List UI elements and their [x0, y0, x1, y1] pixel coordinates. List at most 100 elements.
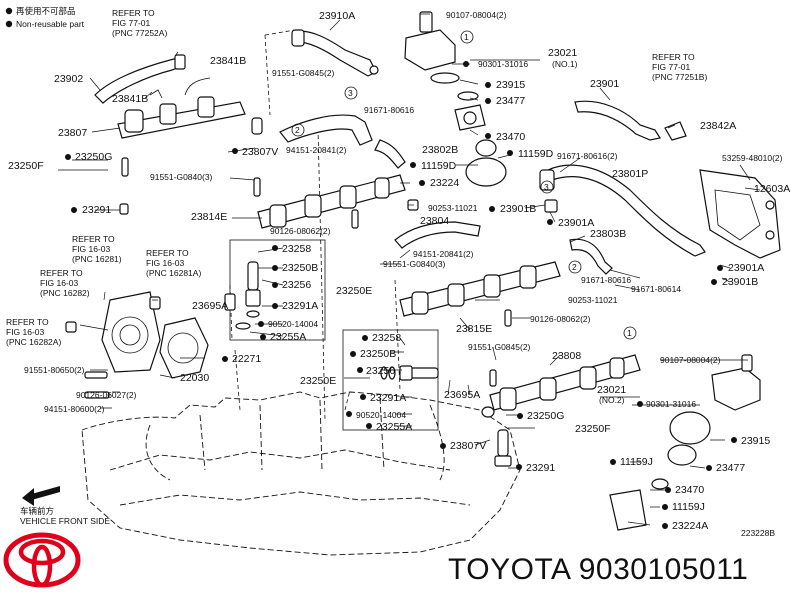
label-90301-31016-b: 90301-31016 — [646, 399, 696, 409]
gasket-22271 — [159, 317, 209, 379]
brand-part-number: TOYOTA 9030105011 — [448, 553, 749, 586]
label-90126-08062-b: 90126-08062(2) — [530, 314, 591, 324]
svg-text:FIG 16-03: FIG 16-03 — [40, 278, 79, 288]
fuel-line-23802b — [279, 114, 406, 169]
fuel-line-23801p — [539, 164, 706, 257]
label-23255a-a: 23255A — [270, 331, 306, 343]
front-note-en: VEHICLE FRONT SIDE — [20, 516, 110, 526]
label-23901a-b: 23901A — [728, 262, 764, 274]
engine-block-outline — [81, 29, 521, 556]
svg-text:(PNC 16282): (PNC 16282) — [40, 288, 90, 298]
label-23802b: 23802B — [422, 144, 458, 156]
delivery-pipe-23814e — [257, 174, 406, 229]
label-23804: 23804 — [420, 215, 449, 227]
label-23470-b: 23470 — [675, 484, 704, 496]
hp-fuel-pump-no1 — [404, 11, 507, 187]
label-91671-80616-c: 91671-80616 — [581, 275, 631, 285]
label-23250b-b: 23250B — [360, 348, 396, 360]
label-23291-b: 23291 — [526, 462, 555, 474]
svg-text:FIG 77-01: FIG 77-01 — [652, 62, 691, 72]
label-90520-14004-b: 90520-14004 — [356, 410, 406, 420]
label-23841b-b: 23841B — [112, 93, 148, 105]
label-91551-g0840-a: 91551-G0840(3) — [150, 172, 213, 182]
label-23477-a: 23477 — [496, 95, 525, 107]
label-23902: 23902 — [54, 73, 83, 85]
svg-text:REFER TO: REFER TO — [652, 52, 695, 62]
label-90107-08004: 90107-08004(2) — [446, 10, 507, 20]
injector-lower-right — [481, 406, 512, 467]
label-23915-b: 23915 — [741, 435, 770, 447]
label-91551-g0845-a: 91551-G0845(2) — [272, 68, 335, 78]
label-no2: (NO.2) — [599, 395, 625, 405]
legend-item-cn: 再使用不可部品 — [16, 6, 76, 16]
label-23814e: 23814E — [191, 211, 227, 223]
label-23256-b: 23256 — [366, 365, 395, 377]
label-90520-14004-a: 90520-14004 — [268, 319, 318, 329]
reusable-dot-icon — [5, 7, 13, 15]
label-23808: 23808 — [552, 350, 581, 362]
label-11159j-a: 11159J — [620, 456, 653, 468]
toyota-logo — [3, 532, 81, 588]
label-23842a: 23842A — [700, 120, 736, 132]
svg-text:REFER TO: REFER TO — [146, 248, 189, 258]
label-90301-31016-a: 90301-31016 — [478, 59, 528, 69]
delivery-pipe-23808 — [489, 354, 641, 411]
callout-3-left: 3 — [348, 88, 353, 98]
label-23807: 23807 — [58, 127, 87, 139]
delivery-pipe-23815e — [399, 261, 561, 327]
label-23250e-a: 23250E — [336, 285, 372, 297]
front-arrow-icon — [28, 486, 60, 501]
svg-text:(PNC 16281): (PNC 16281) — [72, 254, 122, 264]
svg-text:REFER TO: REFER TO — [72, 234, 115, 244]
part-labels: 23910A 90107-08004(2) 23021 90301-31016 … — [8, 10, 790, 532]
label-11159d-b: 11159D — [518, 148, 554, 160]
svg-text:REFER TO: REFER TO — [6, 317, 49, 327]
label-23915-a: 23915 — [496, 79, 525, 91]
label-23021-b: 23021 — [597, 384, 626, 396]
label-23695a-b: 23695A — [444, 389, 480, 401]
label-91551-g0840-b: 91551-G0840(3) — [383, 259, 446, 269]
leader-lines — [58, 13, 761, 526]
label-90126-06027: 90126-06027(2) — [76, 390, 137, 400]
small-fasteners — [84, 157, 261, 399]
callouts: 1 2 3 1 2 3 — [291, 30, 637, 340]
label-94151-20841-a: 94151-20841(2) — [286, 145, 347, 155]
label-90253-11021-b: 90253-11021 — [568, 295, 618, 305]
label-11159d-a: 11159D — [421, 160, 457, 172]
vehicle-front-arrow: 车辆前方 VEHICLE FRONT SIDE — [20, 486, 110, 526]
label-23801p: 23801P — [612, 168, 648, 180]
fuel-line-23804 — [394, 199, 481, 249]
label-91551-g0845-b: 91551-G0845(2) — [468, 342, 531, 352]
svg-text:FIG 16-03: FIG 16-03 — [72, 244, 111, 254]
label-23470-a: 23470 — [496, 131, 525, 143]
label-91671-80614: 91671-80614 — [631, 284, 681, 294]
non-reusable-dot-icon — [5, 20, 13, 28]
svg-text:FIG 77-01: FIG 77-01 — [112, 18, 151, 28]
svg-text:(PNC 16282A): (PNC 16282A) — [6, 337, 61, 347]
svg-text:(PNC 77251B): (PNC 77251B) — [652, 72, 707, 82]
injector-kit-box-lower — [342, 329, 439, 431]
legend: 再使用不可部品 Non-reusable part — [5, 6, 85, 29]
label-23250f-a: 23250F — [8, 160, 44, 172]
fuel-tube-23902 — [94, 54, 186, 104]
label-23250e-b: 23250E — [300, 375, 336, 387]
label-23250g-a: 23250G — [75, 151, 112, 163]
callout-2-right: 2 — [572, 262, 577, 272]
label-23291a-b: 23291A — [370, 392, 406, 404]
svg-text:(PNC 77252A): (PNC 77252A) — [112, 28, 167, 38]
label-23250f-b: 23250F — [575, 423, 611, 435]
label-91671-80616-a: 91671-80616 — [364, 105, 414, 115]
label-91671-80616-b: 91671-80616(2) — [557, 151, 618, 161]
fuel-line-23901 — [574, 100, 687, 141]
label-90126-08062-a: 90126-08062(2) — [270, 226, 331, 236]
label-94151-20841-b: 94151-20841(2) — [413, 249, 474, 259]
svg-text:FIG 16-03: FIG 16-03 — [6, 327, 45, 337]
fuel-line-23803b — [569, 238, 613, 275]
label-94151-80600: 94151-80600(2) — [44, 404, 105, 414]
callout-1-right: 1 — [627, 328, 632, 338]
label-22271: 22271 — [232, 353, 261, 365]
